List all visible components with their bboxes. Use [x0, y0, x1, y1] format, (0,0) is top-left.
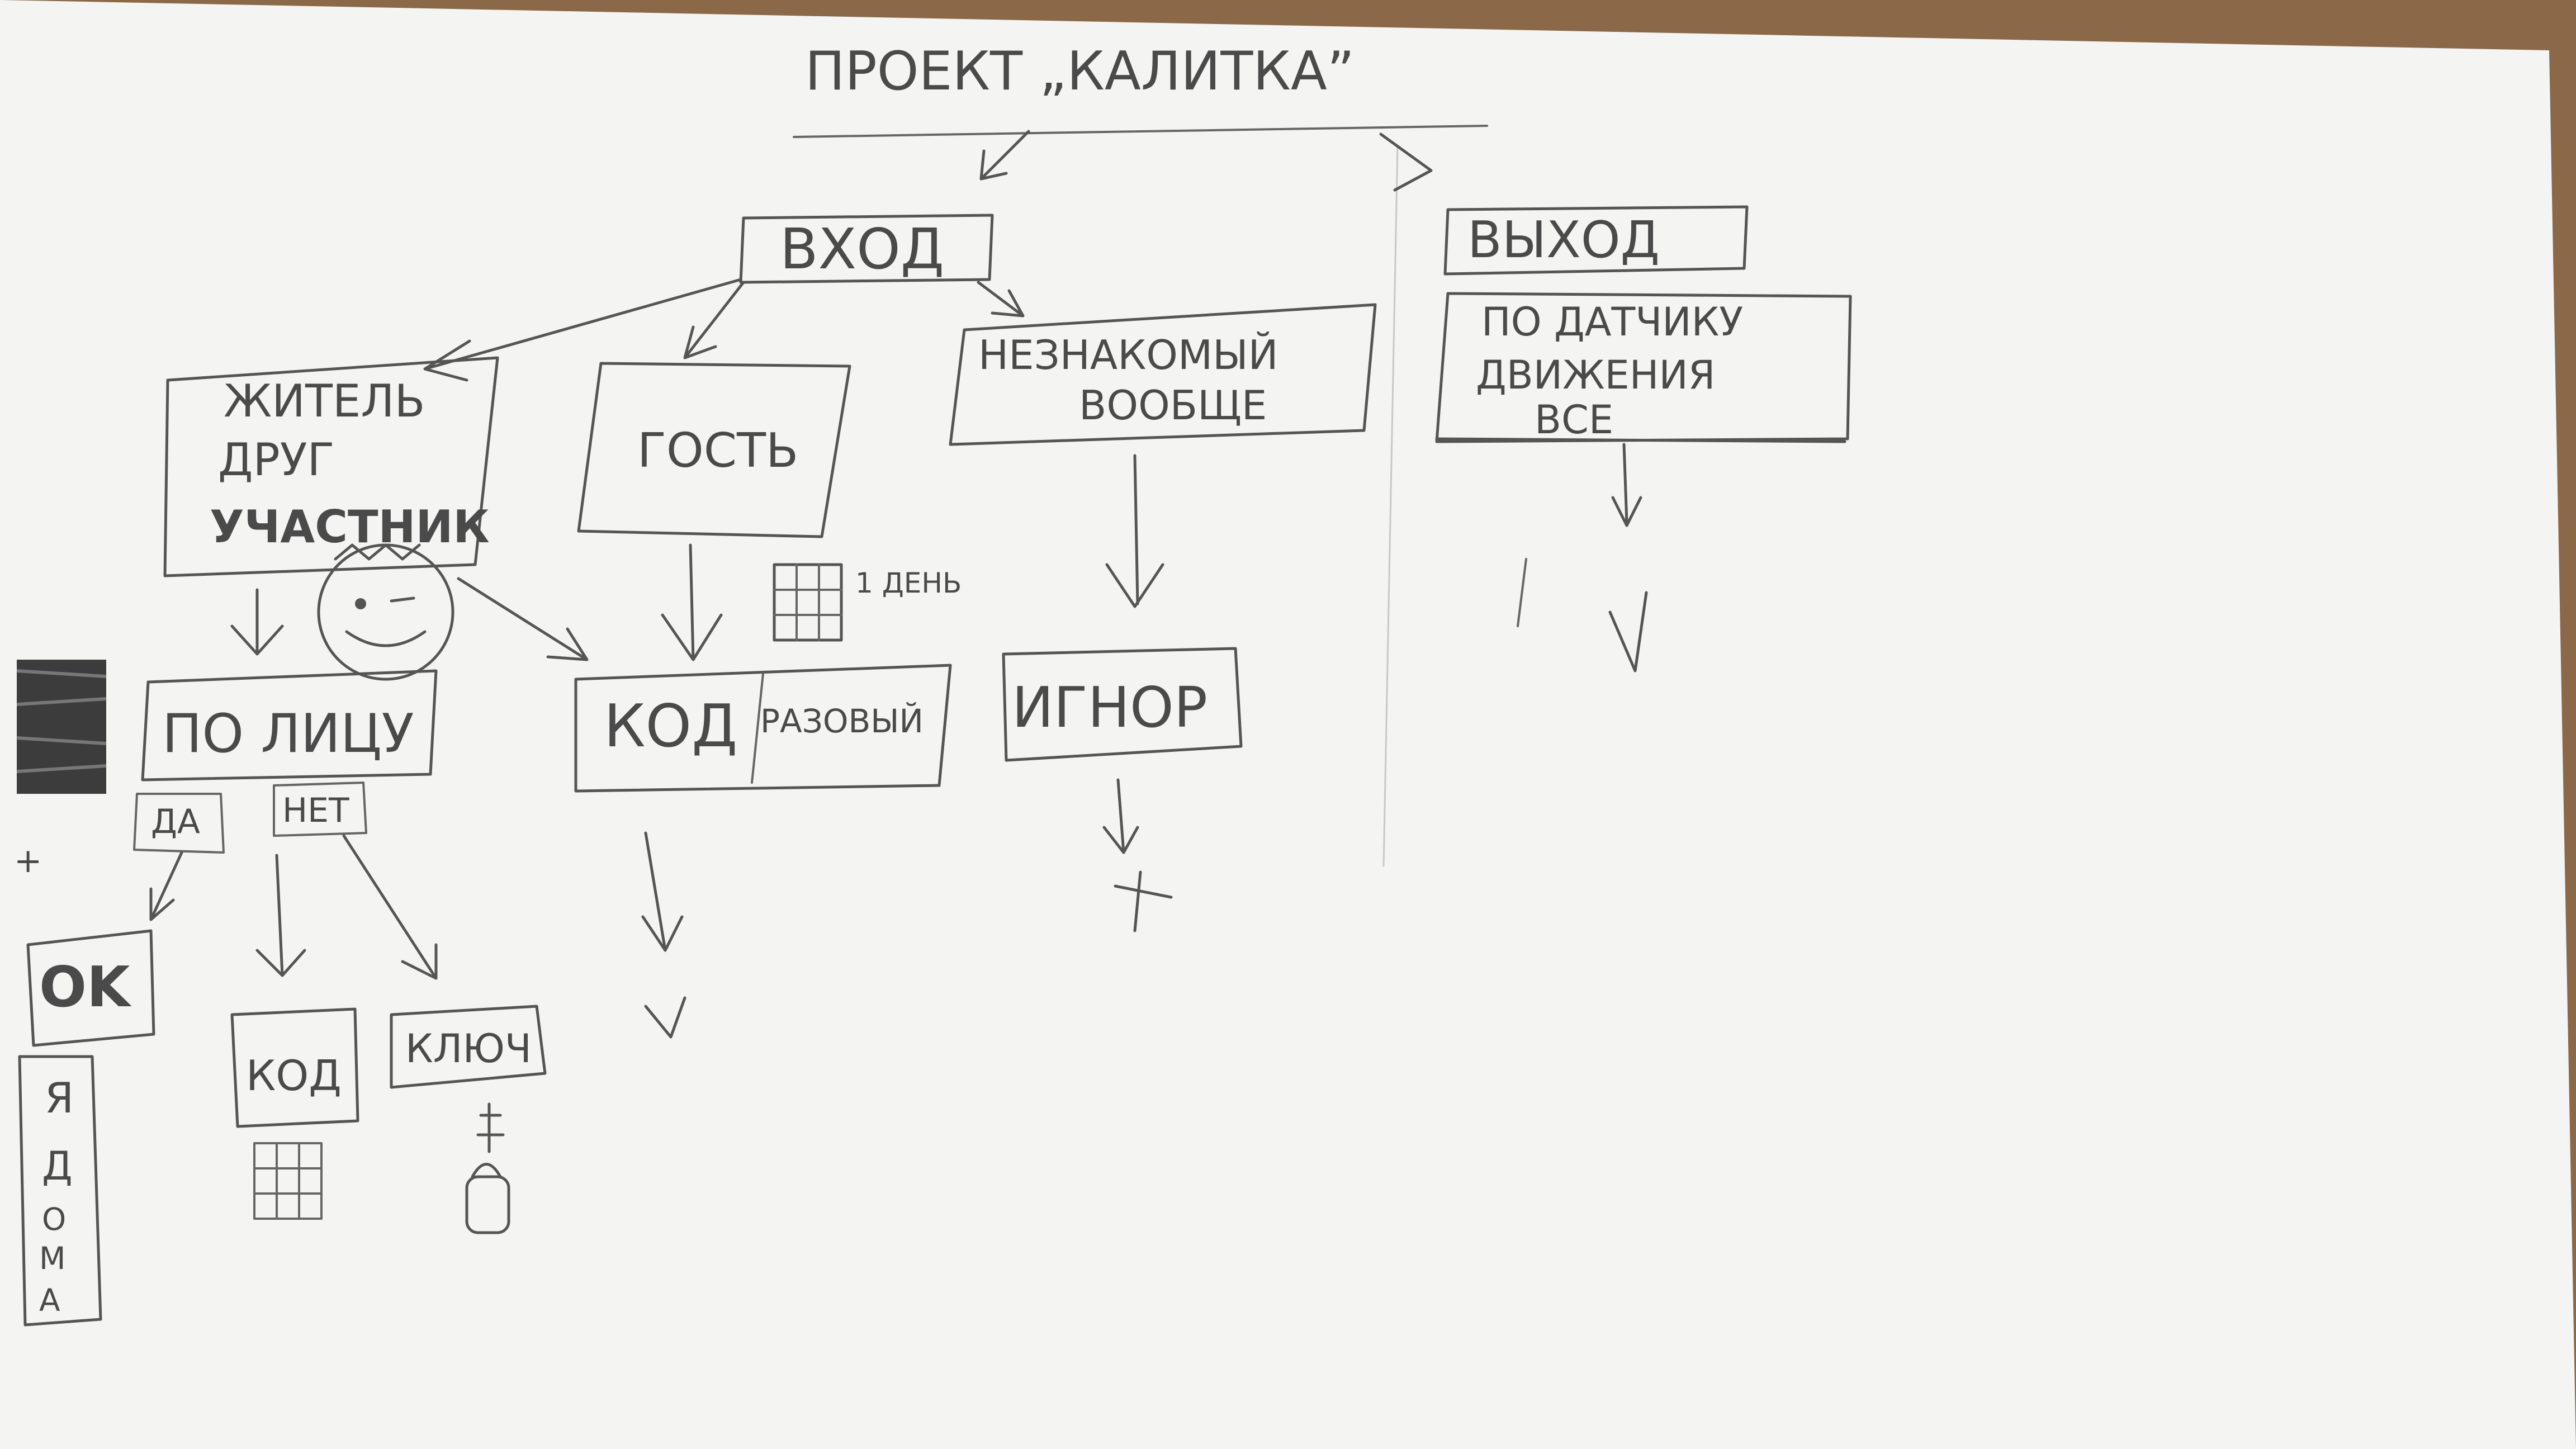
arrow-resident-to-code [457, 577, 589, 661]
motion-underline [1435, 437, 1846, 443]
arrow-title-to-entry [979, 130, 1030, 181]
arrow-stranger-to-ignore [1105, 454, 1164, 608]
ignore-box [1002, 647, 1243, 762]
key-label: КЛЮЧ [405, 1026, 532, 1072]
guest-box [577, 362, 851, 538]
arrow-code-to-result [641, 831, 684, 952]
lock-icon [465, 1102, 510, 1234]
arrow-title-to-exit [1379, 132, 1433, 192]
ok-box [26, 929, 155, 1047]
face-id-label: ПО ЛИЦУ [162, 703, 414, 765]
home-letter-3: О [42, 1201, 66, 1237]
entry-label: ВХОД [780, 216, 944, 282]
arrow-no-to-key [342, 834, 438, 980]
exit-label: ВЫХОД [1467, 211, 1660, 269]
no-box [273, 782, 367, 837]
guest-keypad-icon [773, 563, 843, 642]
stranger-box [949, 303, 1377, 446]
entry-box [739, 214, 994, 284]
resident-label-2: ДРУГ [218, 434, 334, 486]
one-time-label: РАЗОВЫЙ [760, 702, 924, 740]
arrow-entry-to-stranger [977, 281, 1025, 318]
motion-label-1: ПО ДАТЧИКУ [1481, 299, 1743, 345]
exit-box [1443, 205, 1749, 276]
check-mark-code [644, 996, 686, 1039]
code-box [574, 664, 952, 793]
no-code-label: КОД [246, 1051, 342, 1100]
yes-box [133, 793, 225, 854]
resident-label-1: ЖИТЕЛЬ [224, 375, 425, 427]
arrow-entry-to-resident [423, 278, 742, 382]
ok-label: OK [39, 954, 132, 1020]
code-label: КОД [604, 692, 737, 760]
yes-label: ДА [151, 802, 200, 841]
everyone-label: ВСЕ [1535, 397, 1613, 443]
resident-box [163, 356, 499, 577]
key-box [390, 1005, 547, 1089]
no-label: НЕТ [282, 791, 349, 830]
title-underline [793, 125, 1488, 138]
motion-sensor-box [1435, 292, 1852, 443]
faint-mark-right [1517, 558, 1527, 627]
arrow-no-to-code [255, 854, 306, 977]
stranger-label-1: НЕЗНАКОМЫЙ [978, 332, 1278, 378]
resident-label-3: УЧАСТНИК [210, 501, 490, 553]
stranger-label-2: ВООБЩЕ [1079, 382, 1267, 429]
ignore-label: ИГНОР [1012, 675, 1208, 740]
arrow-ignore-down [1102, 778, 1139, 854]
motion-label-2: ДВИЖЕНИЯ [1476, 352, 1715, 398]
diagram-title: ПРОЕКТ „КАЛИТКА” [805, 41, 1355, 102]
scribble-block-icon [16, 660, 107, 794]
arrow-resident-to-faceid [230, 588, 284, 656]
home-letter-5: А [39, 1282, 60, 1318]
arrow-guest-to-code [661, 543, 723, 661]
home-letter-1: Я [45, 1073, 74, 1123]
smiley-face-icon [317, 543, 454, 681]
plus-mark-ignore [1114, 870, 1173, 932]
one-day-label: 1 ДЕНЬ [855, 567, 962, 599]
check-mark-exit [1608, 591, 1648, 673]
code-box-divider [751, 673, 764, 784]
home-letter-4: М [39, 1240, 65, 1276]
guest-label: ГОСТЬ [637, 423, 798, 479]
arrow-yes-to-ok [149, 851, 183, 921]
home-letter-2: Д [42, 1143, 73, 1189]
keypad-icon [253, 1142, 323, 1220]
plus-mark-left: + [14, 841, 42, 880]
no-code-box [230, 1007, 359, 1128]
arrow-entry-to-guest [683, 281, 745, 359]
paper-fold [1382, 145, 1399, 867]
home-box [18, 1055, 102, 1327]
face-id-box [141, 669, 438, 782]
arrow-motion-down [1611, 443, 1642, 527]
